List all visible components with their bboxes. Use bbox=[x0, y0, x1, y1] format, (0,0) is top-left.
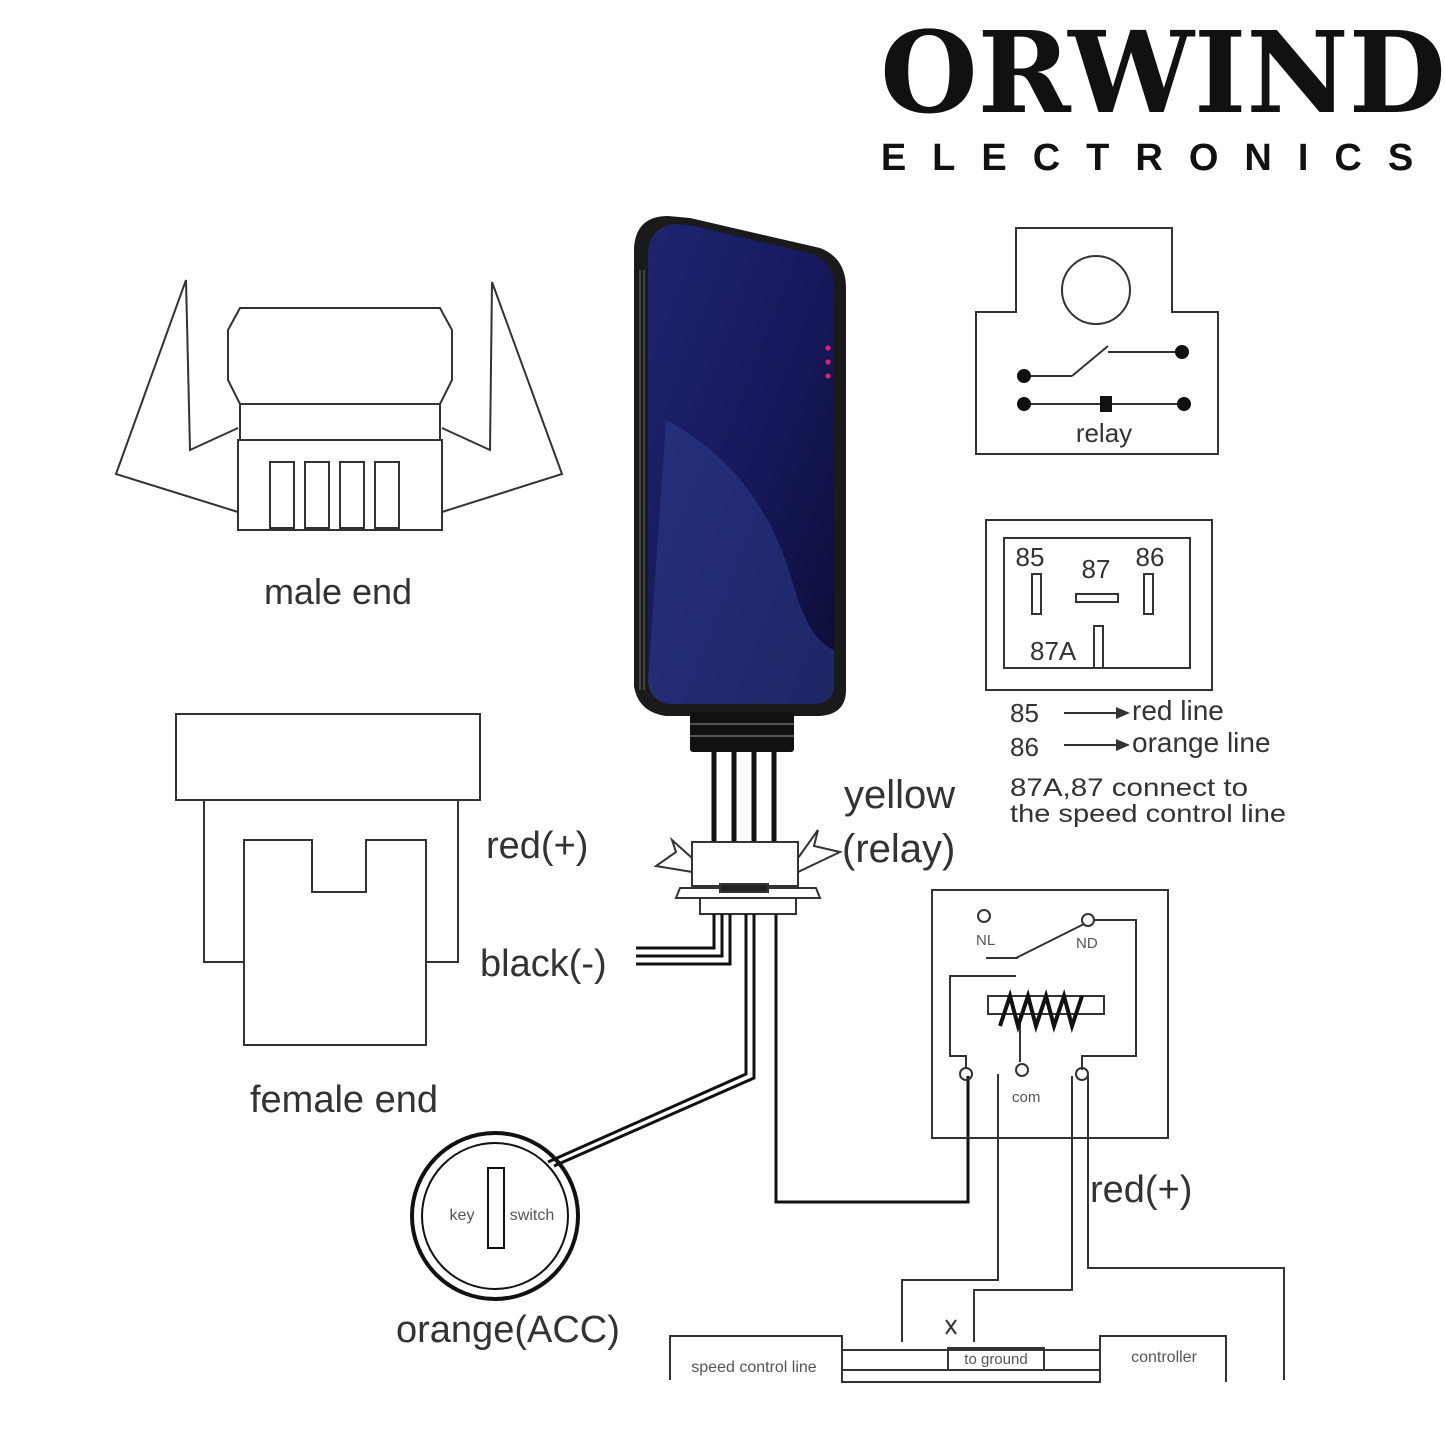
pin-map-pin: 86 bbox=[1010, 732, 1039, 762]
speed-control-assembly bbox=[669, 1319, 1227, 1383]
device-wire-bundle bbox=[711, 752, 777, 842]
pin-map: 85 red line 86 orange line 87A,87 connec… bbox=[1010, 695, 1286, 828]
speed-control-label: speed control line bbox=[691, 1359, 817, 1376]
pin-map-pin: 85 bbox=[1010, 698, 1039, 728]
led-indicator bbox=[825, 373, 831, 379]
pin-87-label: 87 bbox=[1082, 554, 1111, 584]
black-wire-label: black(-) bbox=[480, 943, 607, 985]
switch-label: switch bbox=[510, 1207, 554, 1224]
pin-note-line1: 87A,87 connect to bbox=[1010, 774, 1248, 802]
logo-tagline: ELECTRONICS bbox=[881, 137, 1439, 179]
relay-output-wires bbox=[901, 1074, 1285, 1380]
logo-name: ORWIND bbox=[880, 8, 1445, 139]
arrow-icon bbox=[1116, 707, 1130, 719]
relay-pin-diagram bbox=[985, 519, 1213, 691]
com-label: com bbox=[1012, 1089, 1040, 1106]
pin-86-label: 86 bbox=[1136, 542, 1165, 572]
relay-symbol bbox=[975, 227, 1219, 455]
pin-note-line2: the speed control line bbox=[1010, 800, 1286, 828]
pin-85-label: 85 bbox=[1016, 542, 1045, 572]
male-end-label: male end bbox=[264, 571, 412, 612]
led-indicator bbox=[825, 359, 831, 365]
pin-map-target: orange line bbox=[1132, 727, 1271, 758]
pin-87a-label: 87A bbox=[1030, 636, 1077, 666]
to-ground-label: to ground bbox=[964, 1351, 1027, 1368]
pin-map-target: red line bbox=[1132, 695, 1224, 726]
male-end-connector bbox=[114, 279, 564, 531]
red-wire-right-label: red(+) bbox=[1090, 1169, 1192, 1211]
nd-label: ND bbox=[1076, 935, 1098, 952]
female-end-connector bbox=[175, 713, 481, 1046]
red-wire-label: red(+) bbox=[486, 825, 588, 867]
led-indicator bbox=[825, 345, 831, 351]
key-label: key bbox=[450, 1207, 475, 1224]
harness-wires bbox=[547, 914, 970, 1204]
arrow-icon bbox=[1116, 739, 1130, 751]
key-switch: key switch bbox=[410, 1131, 580, 1301]
controller-label: controller bbox=[1131, 1349, 1197, 1366]
relay-coil bbox=[998, 989, 1084, 1033]
orange-wire-label: orange(ACC) bbox=[396, 1309, 620, 1351]
yellow-wire-label: yellow bbox=[844, 773, 955, 817]
female-end-label: female end bbox=[250, 1079, 438, 1121]
brand-logo: ORWIND ELECTRONICS bbox=[880, 8, 1445, 179]
harness-connector bbox=[653, 829, 844, 915]
relay-symbol-contacts bbox=[1017, 345, 1191, 412]
relay-symbol-label: relay bbox=[1076, 418, 1132, 448]
yellow-wire-sublabel: (relay) bbox=[842, 827, 955, 871]
nl-label: NL bbox=[976, 932, 995, 949]
tracker-device bbox=[634, 216, 846, 752]
